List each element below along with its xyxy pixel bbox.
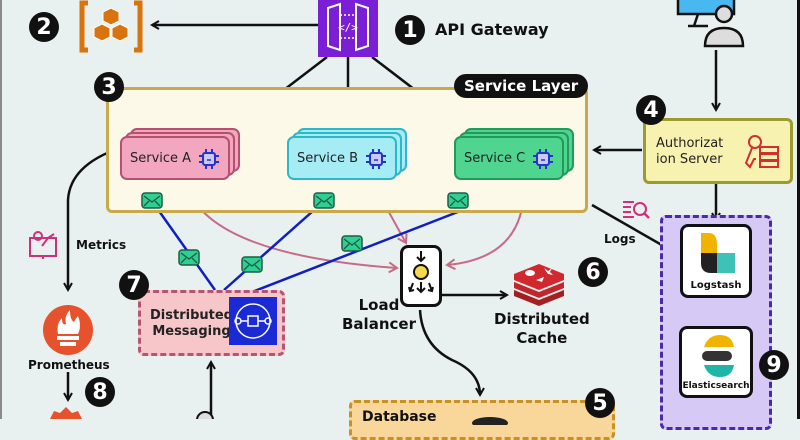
load-balancer-icon xyxy=(408,251,434,294)
prometheus-label: Prometheus xyxy=(28,358,110,372)
messaging-label-line2: Messaging xyxy=(152,324,231,339)
service-a-label: Service A xyxy=(130,150,192,166)
logstash-icon xyxy=(701,233,735,273)
envelope-icon xyxy=(241,256,263,273)
database-cylinder-icon xyxy=(472,417,508,425)
load-balancer-label-line2: Balancer xyxy=(342,315,416,333)
service-b-label: Service B xyxy=(297,150,359,166)
auth-server-node[interactable]: Authorizat ion Server xyxy=(643,118,793,184)
cache-label-line1: Distributed xyxy=(494,310,590,328)
metrics-label: Metrics xyxy=(76,238,127,252)
alertmanager-icon xyxy=(50,407,82,419)
user-computer-icon[interactable] xyxy=(674,0,754,50)
badge-9: 9 xyxy=(759,350,789,380)
cpu-chip-icon xyxy=(366,149,386,169)
badge-7: 7 xyxy=(119,270,149,300)
badge-5: 5 xyxy=(585,388,615,418)
elasticsearch-label: Elasticsearch xyxy=(682,381,750,391)
database-node[interactable]: Database xyxy=(349,400,615,440)
badge-8: 8 xyxy=(85,377,115,407)
badge-2: 2 xyxy=(29,12,59,42)
message-queue-icon xyxy=(229,297,277,345)
badge-6: 6 xyxy=(578,257,608,287)
cpu-chip-icon xyxy=(199,149,219,169)
prometheus-icon[interactable] xyxy=(42,304,94,356)
badge-1: 1 xyxy=(395,15,425,45)
logs-label: Logs xyxy=(604,232,636,246)
load-balancer-node[interactable] xyxy=(400,245,442,307)
cache-label-line2: Cache xyxy=(516,329,568,347)
redis-icon[interactable] xyxy=(512,262,566,306)
load-balancer-label-line1: Load xyxy=(358,296,400,314)
auth-server-label-line2: ion Server xyxy=(656,152,723,167)
metrics-dashboard-icon xyxy=(29,231,57,259)
log-search-icon xyxy=(623,201,650,219)
envelope-icon xyxy=(141,192,163,209)
logstash-label: Logstash xyxy=(690,280,742,291)
message-envelopes-layer xyxy=(141,192,469,273)
envelope-icon xyxy=(447,192,469,209)
database-label: Database xyxy=(362,409,437,425)
badge-4: 4 xyxy=(636,95,666,125)
messaging-label-line1: Distributed xyxy=(150,308,233,323)
envelope-icon xyxy=(341,235,363,252)
edge-lb-database xyxy=(418,309,480,395)
envelope-icon xyxy=(313,192,335,209)
logstash-node[interactable]: Logstash xyxy=(680,224,752,298)
auth-server-label-line1: Authorizat xyxy=(656,136,724,151)
api-gateway-icon: </> xyxy=(327,2,369,52)
elasticsearch-node[interactable]: Elasticsearch xyxy=(679,326,753,398)
svg-text:</>: </> xyxy=(338,21,358,34)
service-c-label: Service C xyxy=(464,150,526,166)
distributed-messaging-node[interactable]: Distributed Messaging xyxy=(138,290,285,356)
envelope-icon xyxy=(178,249,200,266)
service-layer-title: Service Layer xyxy=(454,74,589,98)
elasticsearch-icon xyxy=(702,335,734,377)
cpu-chip-icon xyxy=(533,149,553,169)
producer-node-icon xyxy=(196,411,214,419)
badge-3: 3 xyxy=(94,72,124,102)
key-server-icon xyxy=(744,135,779,169)
cubes-icon xyxy=(79,0,143,53)
api-gateway-node[interactable]: </> xyxy=(318,0,378,57)
api-gateway-label: API Gateway xyxy=(435,20,549,39)
